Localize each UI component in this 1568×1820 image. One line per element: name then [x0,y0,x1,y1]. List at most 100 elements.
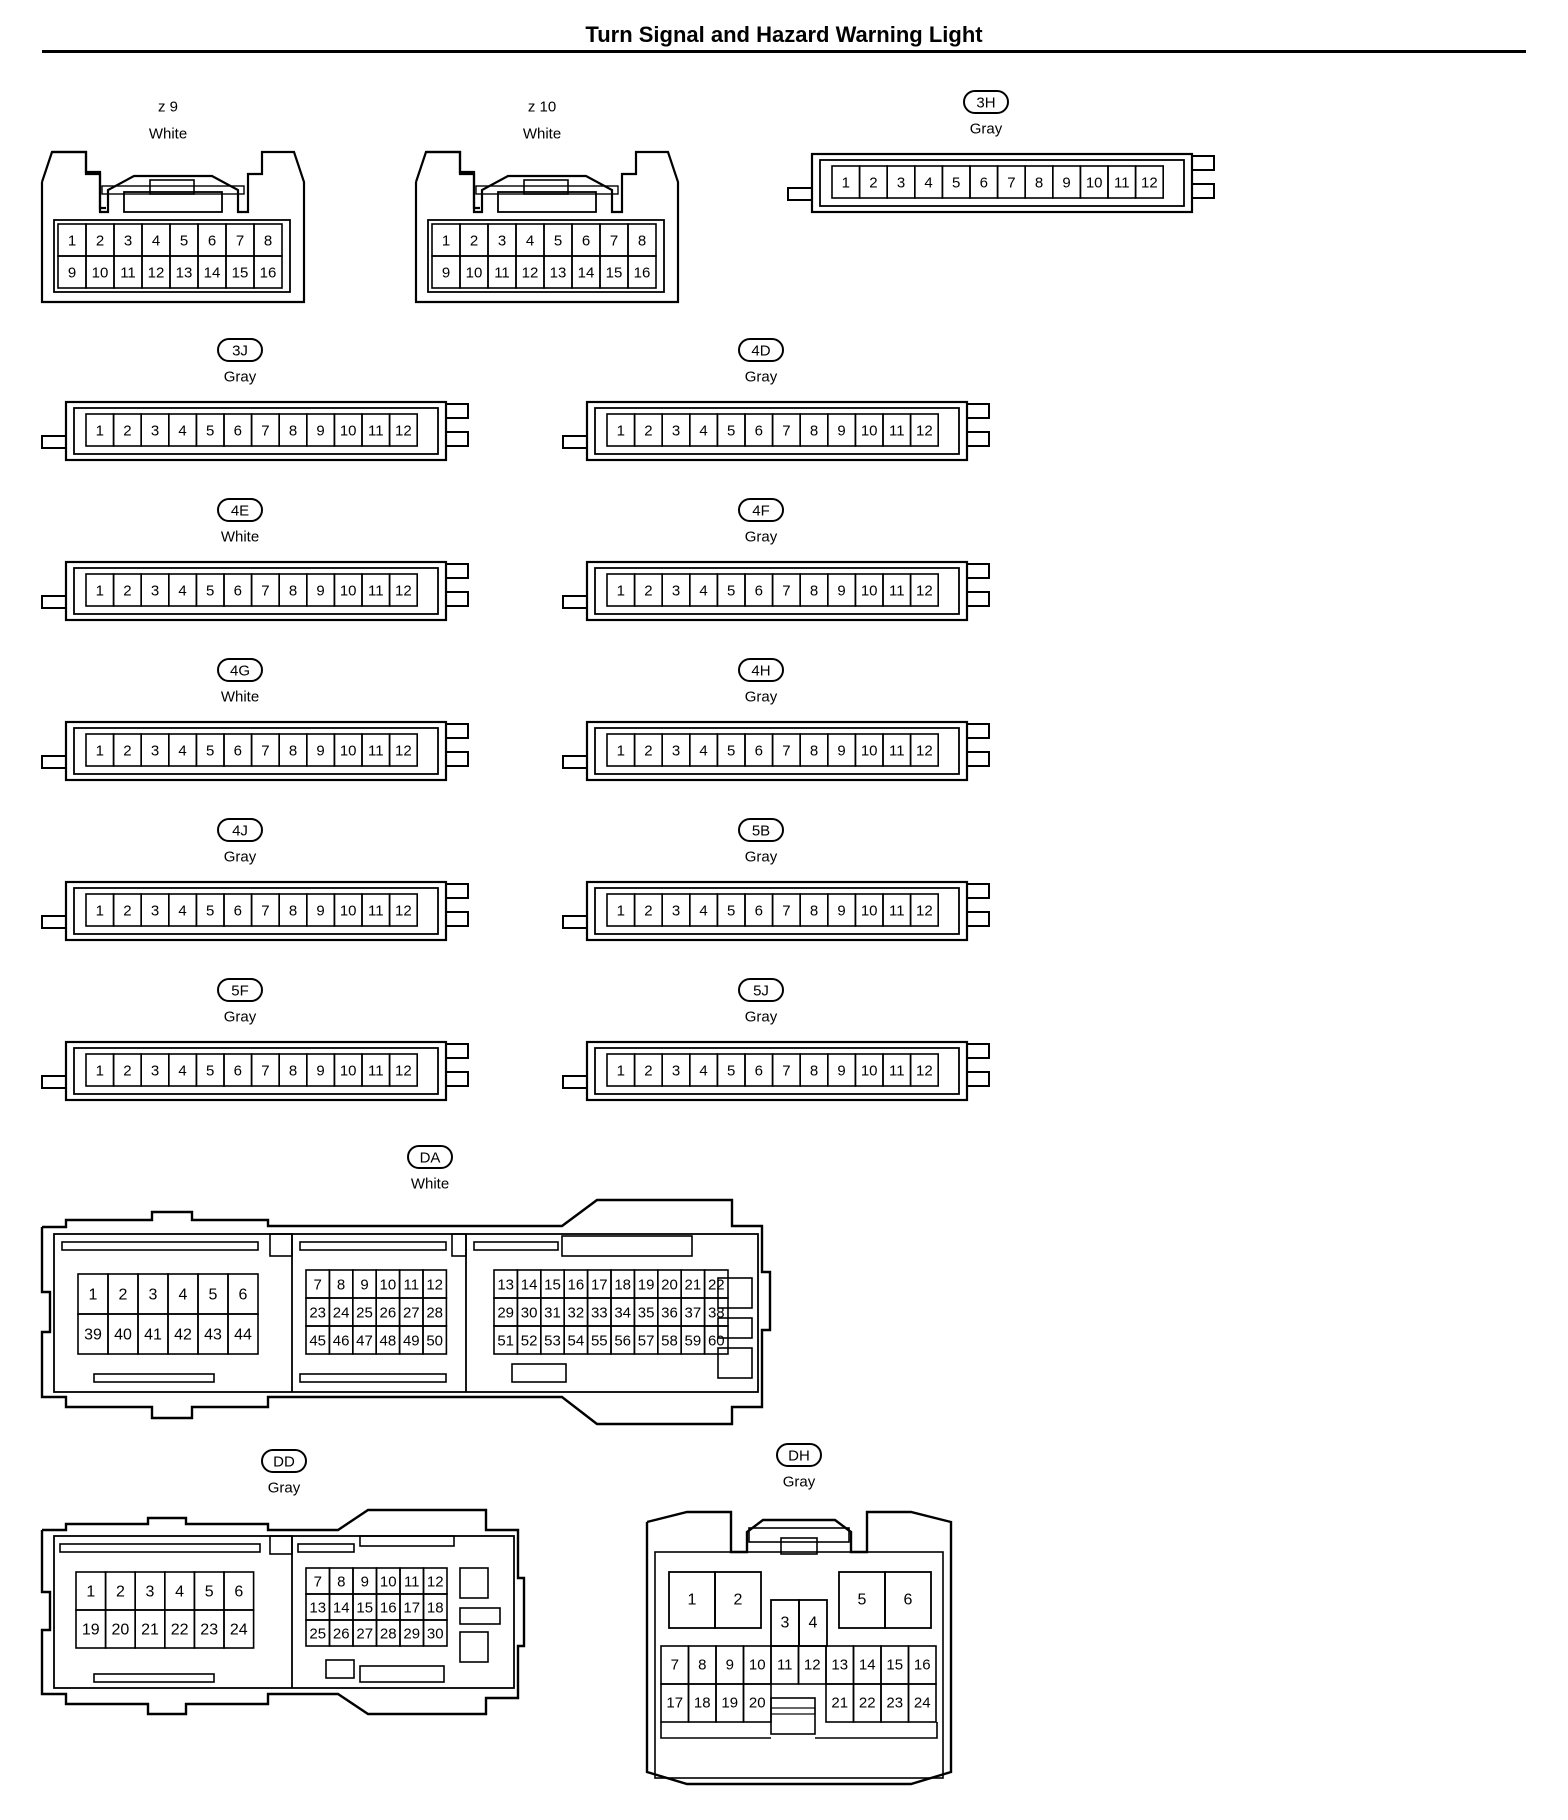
pin-cell: 41 [137,1313,169,1355]
pin-number: 20 [112,1622,130,1639]
pin-number: 14 [578,265,595,282]
connector-latch [562,595,588,609]
connector-tab [445,563,469,579]
pin-number: 46 [333,1333,350,1350]
pin-cell: 51 [493,1325,519,1355]
pin-cell: 14 [571,255,601,289]
connector-code: 4H [751,663,770,680]
pin-number: 22 [859,1695,876,1712]
pin-number: 33 [591,1305,608,1322]
pin-number: 47 [356,1333,373,1350]
pin-number: 2 [119,1287,128,1304]
pin-number: 5 [727,743,735,760]
pin-number: 37 [685,1305,702,1322]
pin-cell: 10 [333,733,363,767]
pin-number: 4 [178,903,186,920]
connector-slot [459,1631,489,1663]
connector-inner [73,567,439,615]
pin-cell: 37 [680,1297,706,1327]
pin-cell: 12 [388,573,419,607]
pin-number: 10 [340,1063,357,1080]
pin-cell: 48 [375,1325,401,1355]
pin-cell: 11 [361,733,391,767]
pin-number: 6 [755,743,763,760]
pin-number: 18 [694,1695,711,1712]
pin-number: 17 [591,1277,608,1294]
connector-badge [738,658,784,682]
connector-color: Gray [745,369,778,386]
pin-cell: 5 [195,1053,225,1087]
connector-slot [359,1665,445,1683]
pin-cell: 7 [305,1269,331,1299]
pin-cell: 1 [57,223,87,257]
pin-number: 31 [544,1305,561,1322]
pin-cell: 3 [140,413,170,447]
pin-cell: 22 [852,1683,882,1723]
pin-number: 3 [672,583,680,600]
pin-cell: 8 [799,1053,829,1087]
connector-slot [459,1607,501,1625]
pin-cell: 11 [882,413,912,447]
pin-number: 12 [522,265,539,282]
pin-number: 18 [614,1277,631,1294]
pin-number: 14 [521,1277,538,1294]
pin-cell: 16 [907,1645,937,1685]
pin-number: 5 [727,423,735,440]
pin-cell: 16 [253,255,283,289]
pin-number: 7 [782,583,790,600]
pin-cell: 17 [586,1269,612,1299]
pin-cell: 12 [909,413,939,447]
pin-number: 11 [889,1063,905,1080]
pin-cell: 8 [328,1567,354,1595]
connector-slot [717,1347,753,1379]
pin-cell: 15 [599,255,629,289]
pin-cell: 1 [85,1053,115,1087]
connector-shell [40,1198,772,1426]
pin-cell: 15 [880,1645,910,1685]
pin-number: 6 [980,175,988,192]
pin-number: 54 [568,1333,585,1350]
pin-cell: 2 [633,413,663,447]
connector-key [748,1527,850,1543]
pin-cell: 2 [633,573,663,607]
pin-number: 9 [442,265,450,282]
pin-cell: 12 [388,893,419,927]
pin-cell: 10 [459,255,489,289]
pin-number: 20 [749,1695,766,1712]
pin-number: 5 [180,233,188,250]
pin-cell: 22 [703,1269,729,1299]
pin-number: 2 [116,1584,125,1601]
pin-number: 1 [96,423,104,440]
pin-cell: 9 [305,573,336,607]
pin-number: 9 [837,583,845,600]
connector-slot [93,1673,215,1683]
connector-color: Gray [745,689,778,706]
pin-number: 9 [316,1063,324,1080]
pin-number: 27 [403,1305,420,1322]
connector-color: Gray [745,1009,778,1026]
pin-number: 17 [666,1695,683,1712]
pin-cell: 4 [913,165,944,199]
pin-cell: 5 [169,223,199,257]
pin-cell: 10 [333,1053,363,1087]
pin-cell: 12 [422,1269,448,1299]
pin-number: 22 [708,1277,725,1294]
pin-number: 7 [236,233,244,250]
pin-number: 11 [494,265,510,282]
pin-cell: 30 [516,1297,542,1327]
pin-number: 3 [672,1063,680,1080]
pin-number: 10 [340,583,357,600]
pin-number: 5 [727,583,735,600]
pin-number: 7 [782,423,790,440]
pin-cell: 1 [431,223,461,257]
pin-number: 16 [380,1600,397,1617]
pin-number: 35 [638,1305,655,1322]
connector-key [123,191,223,213]
pin-cell: 8 [278,413,308,447]
pin-number: 15 [544,1277,561,1294]
pin-number: 8 [289,1063,297,1080]
pin-cell: 12 [1134,165,1164,199]
pin-number: 10 [861,903,878,920]
pin-cell: 7 [660,1645,690,1685]
